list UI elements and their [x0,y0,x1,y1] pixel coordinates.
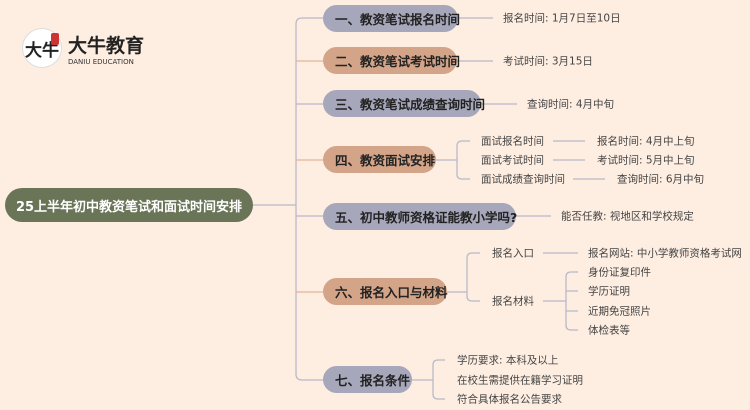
branch-4[interactable]: 四、教资面试安排 [323,146,436,173]
leaf: 体检表等 [588,324,630,337]
sub-label: 面试成绩查询时间 [481,173,565,186]
root-node[interactable]: 25上半年初中教资笔试和面试时间安排 [5,188,253,222]
branch-5[interactable]: 五、初中教师资格证能教小学吗? [323,203,517,230]
logo-mark-text: 大牛 [25,40,59,61]
leaf: 查询时间: 6月中旬 [617,173,705,186]
branch-3[interactable]: 三、教资笔试成绩查询时间 [323,90,485,117]
leaf: 报名时间: 4月中上旬 [597,135,695,148]
sub-label: 报名入口 [492,247,534,260]
leaf: 在校生需提供在籍学习证明 [457,374,583,387]
logo-mark-icon: 大牛 [22,28,62,68]
leaf: 学历证明 [588,285,630,298]
sub-label: 报名材料 [492,295,534,308]
leaf: 符合具体报名公告要求 [457,393,562,406]
logo-subtitle: DANIU EDUCATION [68,57,134,66]
sub-label: 面试报名时间 [481,135,544,148]
branch-2[interactable]: 二、教资笔试考试时间 [323,47,460,74]
leaf: 学历要求: 本科及以上 [457,354,559,367]
logo-name: 大牛教育 [68,34,145,57]
leaf: 考试时间: 3月15日 [503,55,593,68]
branch-1[interactable]: 一、教资笔试报名时间 [323,5,460,32]
branch-7[interactable]: 七、报名条件 [323,366,412,393]
leaf: 报名网站: 中小学教师资格考试网 [588,247,742,260]
sub-label: 面试考试时间 [481,154,544,167]
leaf: 报名时间: 1月7日至10日 [503,12,621,25]
leaf: 查询时间: 4月中旬 [527,98,615,111]
leaf: 考试时间: 5月中上旬 [597,154,695,167]
logo: 大牛 大牛教育 DANIU EDUCATION [22,28,144,68]
leaf: 身份证复印件 [588,266,651,279]
leaf: 近期免冠照片 [588,305,651,318]
branch-6[interactable]: 六、报名入口与材料 [323,278,448,305]
leaf: 能否任教: 视地区和学校规定 [561,210,694,223]
